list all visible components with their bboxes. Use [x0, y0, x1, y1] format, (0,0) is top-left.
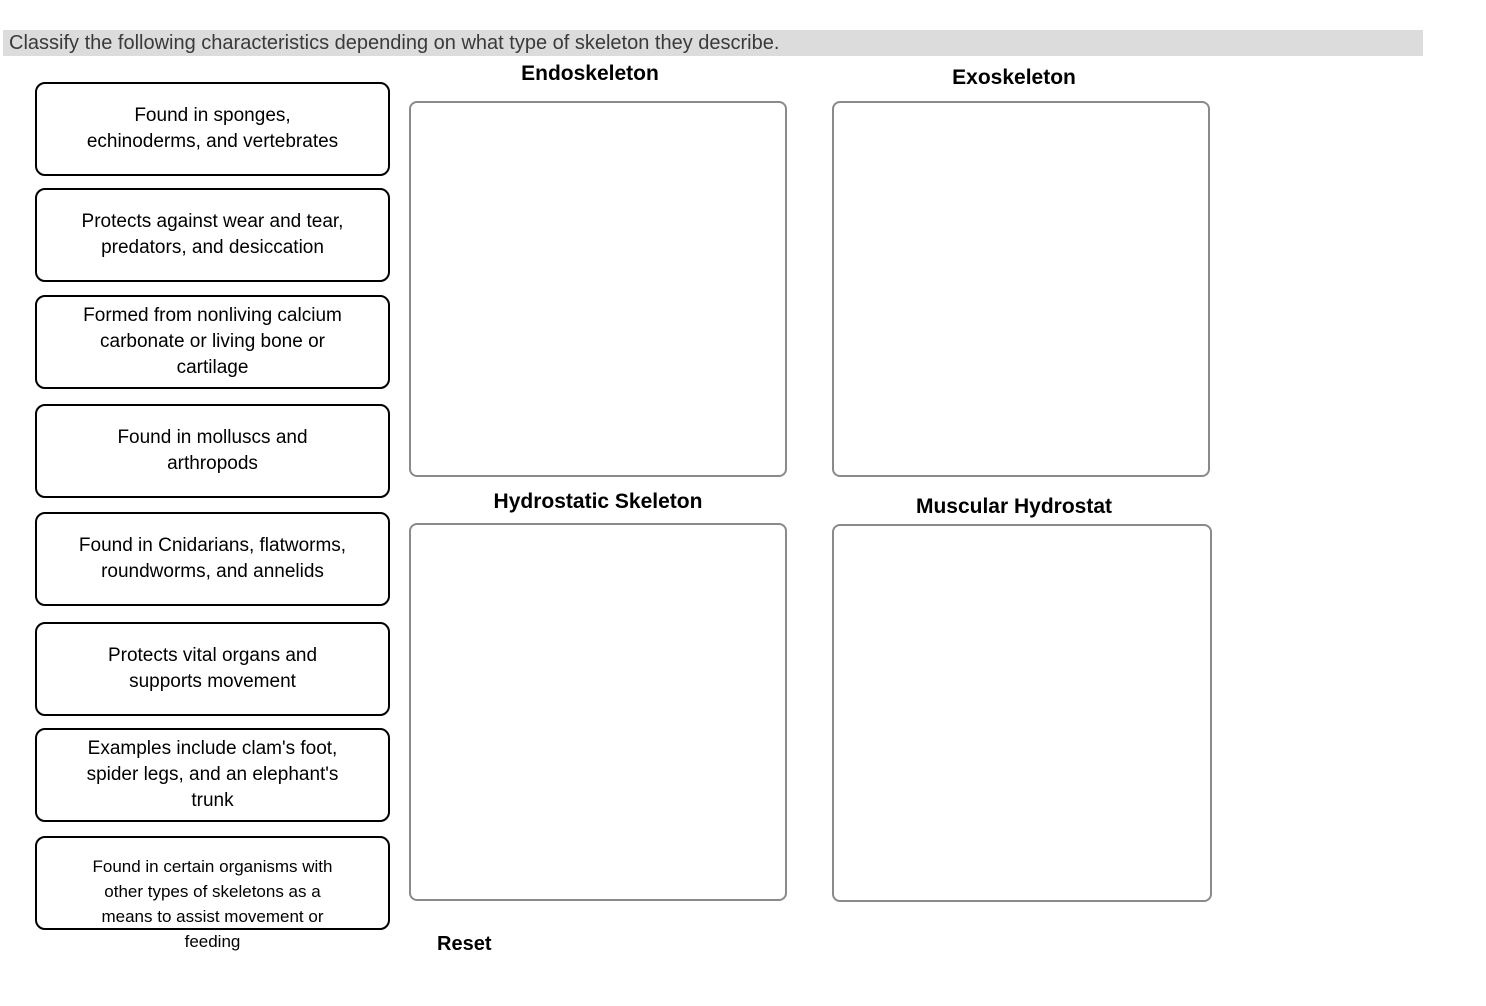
draggable-card-calcium-carbonate[interactable]: Formed from nonliving calcium carbonate …	[35, 295, 390, 389]
dropzone-endoskeleton[interactable]	[409, 101, 787, 477]
draggable-card-clams-foot-examples[interactable]: Examples include clam's foot, spider leg…	[35, 728, 390, 822]
dropzone-hydrostatic-skeleton[interactable]	[409, 523, 787, 901]
draggable-card-cnidarians-flatworms[interactable]: Found in Cnidarians, flatworms, roundwor…	[35, 512, 390, 606]
instruction-text: Classify the following characteristics d…	[3, 30, 1423, 56]
zone-label-hydrostatic-skeleton: Hydrostatic Skeleton	[493, 490, 703, 513]
dropzone-muscular-hydrostat[interactable]	[832, 524, 1212, 902]
draggable-card-assist-movement-feeding[interactable]: Found in certain organisms with other ty…	[35, 836, 390, 951]
draggable-card-wear-and-tear[interactable]: Protects against wear and tear, predator…	[35, 188, 390, 282]
zone-label-exoskeleton: Exoskeleton	[952, 66, 1076, 89]
dropzone-exoskeleton[interactable]	[832, 101, 1210, 477]
draggable-card-vital-organs[interactable]: Protects vital organs and supports movem…	[35, 622, 390, 716]
zone-label-muscular-hydrostat: Muscular Hydrostat	[915, 495, 1113, 518]
draggable-card-molluscs-arthropods[interactable]: Found in molluscs and arthropods	[35, 404, 390, 498]
draggable-card-sponges-echinoderms[interactable]: Found in sponges, echinoderms, and verte…	[35, 82, 390, 176]
zone-label-endoskeleton: Endoskeleton	[521, 62, 659, 85]
reset-button[interactable]: Reset	[437, 933, 492, 955]
